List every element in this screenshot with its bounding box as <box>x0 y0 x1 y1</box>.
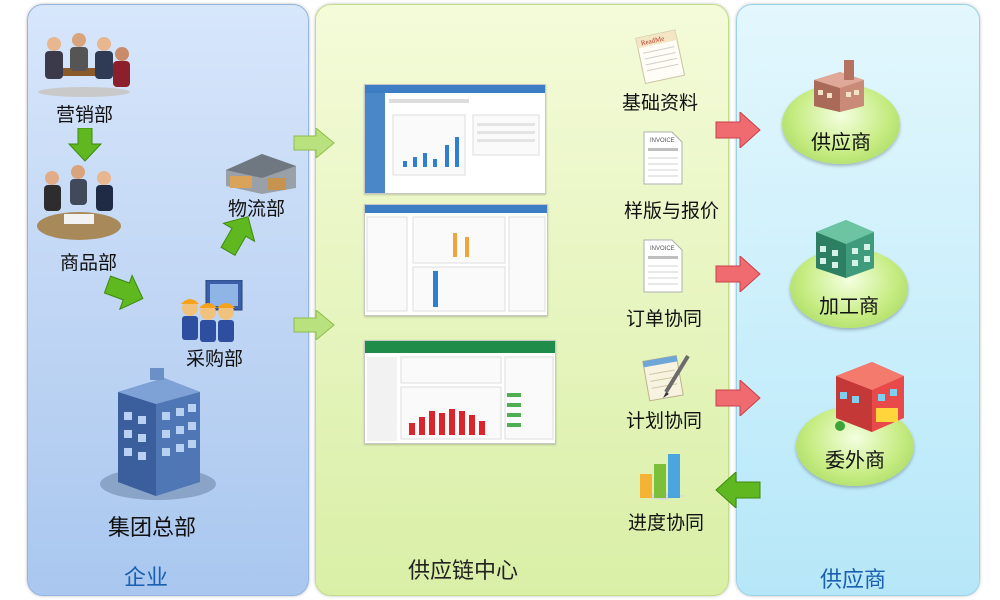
arrow-down-right-icon <box>104 274 144 310</box>
team-discussion-icon <box>37 165 121 240</box>
plan-collab-label: 计划协同 <box>626 410 703 432</box>
processor-label: 加工商 <box>819 294 879 318</box>
headquarters-label: 集团总部 <box>108 516 197 541</box>
supplier-panel-title: 供应商 <box>820 568 887 593</box>
arrow-right-icon <box>715 256 761 292</box>
invoice-icon: INVOICE <box>643 131 683 185</box>
basic-data-label: 基础资料 <box>622 92 699 114</box>
arrow-left-icon <box>715 472 761 508</box>
arrow-right-icon <box>293 128 335 158</box>
supplier-label: 供应商 <box>811 130 871 154</box>
purchasing-label: 采购部 <box>186 348 244 370</box>
svg-text:INVOICE: INVOICE <box>650 246 675 252</box>
logistics-label: 物流部 <box>228 198 286 220</box>
invoice-icon: INVOICE <box>643 239 683 293</box>
order-collab-label: 订单协同 <box>626 308 703 330</box>
factory-building-icon <box>814 60 864 112</box>
arrow-right-icon <box>715 380 761 416</box>
shop-building-icon <box>835 362 904 432</box>
app-screenshot-dashboard <box>364 84 546 194</box>
app-screenshot-charts <box>364 204 548 316</box>
marketing-label: 营销部 <box>56 104 114 126</box>
progress-collab-label: 进度协同 <box>628 512 705 534</box>
outsourcer-label: 委外商 <box>825 448 885 472</box>
workers-icon <box>181 280 243 342</box>
svg-text:INVOICE: INVOICE <box>650 138 675 144</box>
center-panel-title: 供应链中心 <box>408 559 519 584</box>
people-meeting-icon <box>38 33 130 97</box>
notepad-pen-icon <box>642 354 690 402</box>
product-label: 商品部 <box>60 252 118 274</box>
office-building-icon <box>100 368 216 500</box>
readme-document-icon: ReadMe <box>635 29 686 85</box>
arrow-right-icon <box>293 310 335 340</box>
arrow-down-icon <box>68 128 102 162</box>
app-screenshot-report <box>364 340 556 444</box>
bar-chart-icon <box>638 454 686 500</box>
warehouse-icon <box>226 154 296 194</box>
arrow-right-icon <box>715 112 761 148</box>
enterprise-panel-title: 企业 <box>124 566 169 591</box>
sample-quote-label: 样版与报价 <box>624 200 720 222</box>
factory-icon <box>816 220 874 278</box>
arrow-up-right-icon <box>220 216 256 256</box>
